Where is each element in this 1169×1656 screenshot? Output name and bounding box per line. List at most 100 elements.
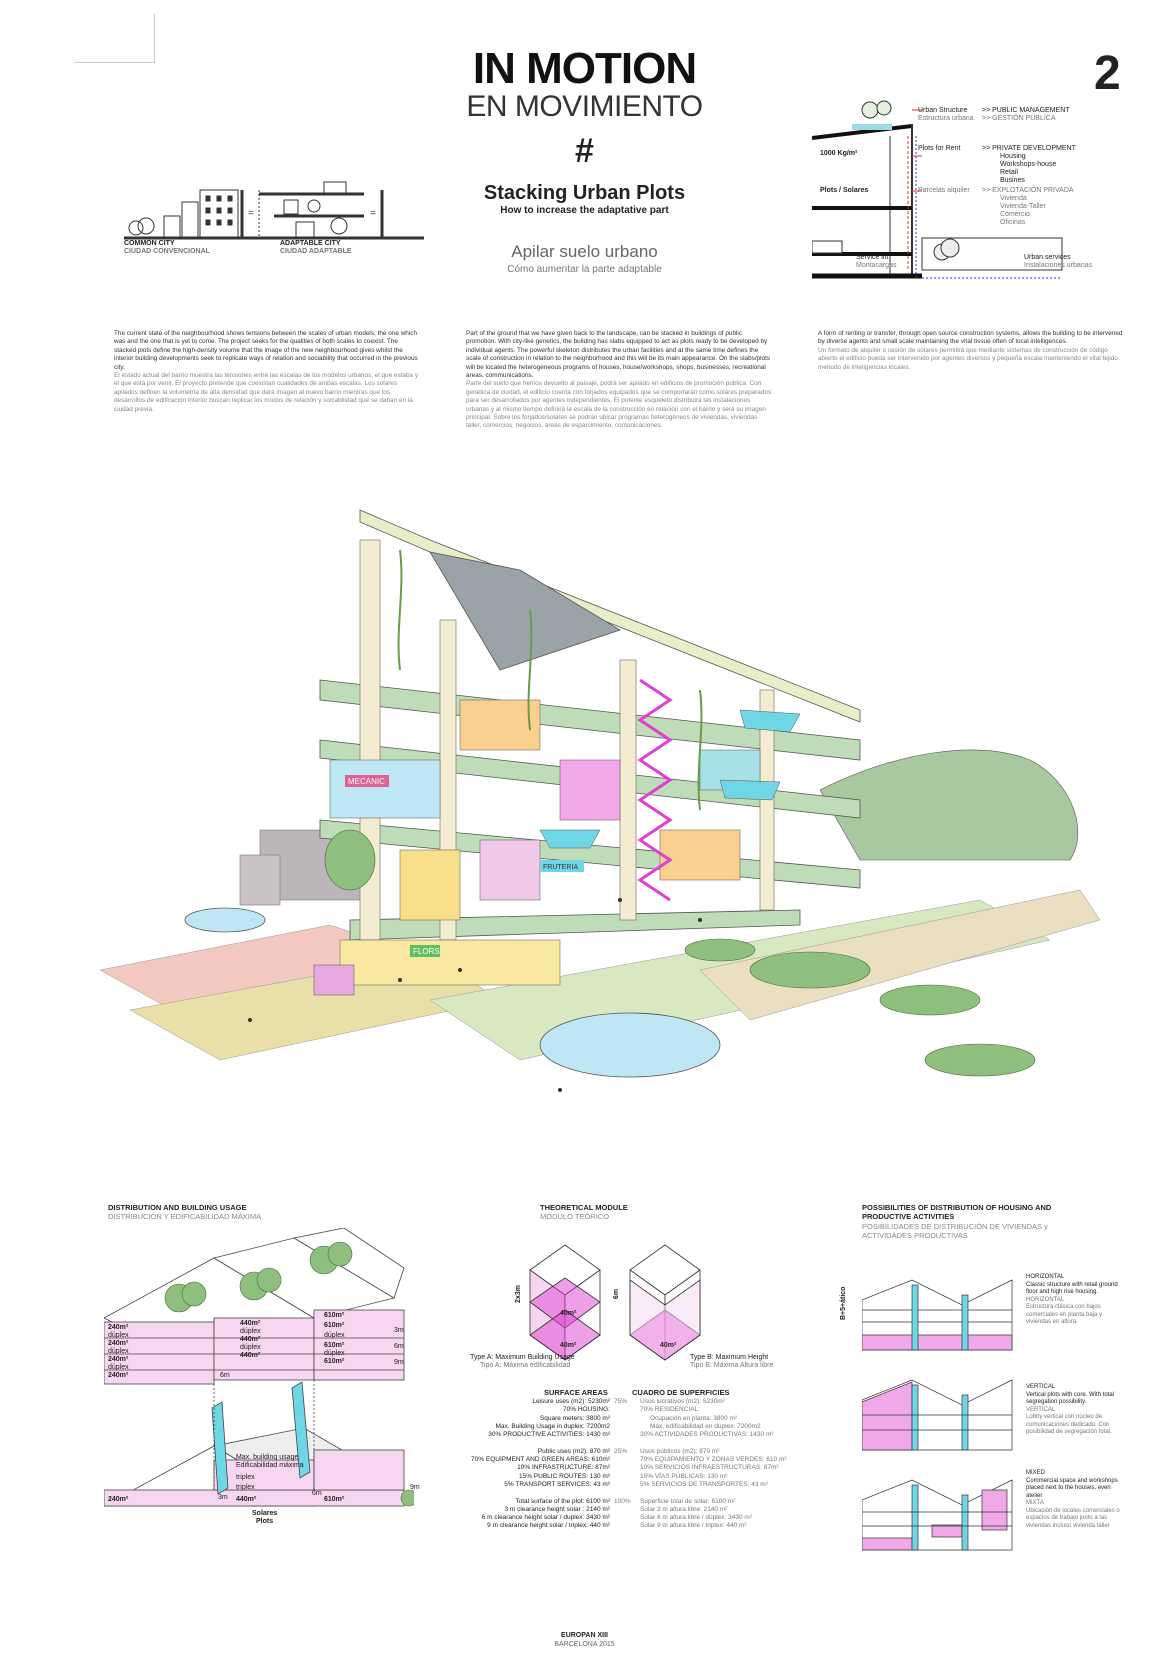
hill [819, 749, 1079, 861]
surface-row: 70% HOUSING: [563, 1406, 610, 1414]
surfaces-es-list: Usos lucrativos (m2): 5230m² 70% RESIDEN… [640, 1398, 787, 1531]
possibilities-title: POSSIBILITIES OF DISTRIBUTION OF HOUSING… [862, 1203, 1052, 1221]
solares-label: Solares [252, 1510, 278, 1517]
theoretical-title-es: MÓDULO TEÓRICO [540, 1212, 610, 1221]
surface-row: Total surface of the plot: 6100 m² [515, 1497, 610, 1505]
module-b-area: 40m² [660, 1342, 677, 1349]
tree [684, 938, 756, 962]
public-management-label-es: >> GESTIÓN PÚBLICA [982, 115, 1056, 122]
main-subtitle: EN MOVIMIENTO [466, 90, 703, 123]
surface-pct: 75% [614, 1398, 628, 1405]
height-6m: 6m [220, 1372, 230, 1379]
text-column-3-es: Un formato de alquiler o cesión de solar… [818, 346, 1118, 371]
duplex-label: dúplex [108, 1332, 129, 1339]
possibilities-diagrams [862, 1279, 1013, 1551]
surface-row: Public uses (m2): 870 m² [537, 1447, 610, 1455]
mecanic-sign [345, 775, 389, 787]
area-c-label: 610m² [324, 1342, 345, 1349]
vertical-text-es: Lobby vertical con núcleo de comunicacio… [1026, 1414, 1112, 1435]
triplex-label: triplex [236, 1474, 255, 1481]
surface-row-es: Solar 6 m altura libre / dúplex: 3430 m² [640, 1514, 752, 1522]
room [399, 849, 461, 921]
magenta-stair [637, 678, 673, 902]
area-a-label: 240m² [108, 1340, 129, 1347]
max-usage-label: Max. building usage [236, 1454, 299, 1461]
main-axonometric-illustration: MECANIC FRUTERIA FLORS [100, 509, 1100, 1092]
area-a-label: 240m² [108, 1356, 129, 1363]
text-column-1-es: El estado actual del barrio muestra las … [114, 372, 419, 413]
surface-pct: 100% [614, 1497, 631, 1505]
vertical-title: VERTICAL [1026, 1384, 1056, 1390]
private-item: Busines [1000, 177, 1025, 184]
mixed-title-es: MIXTA [1026, 1500, 1044, 1506]
service-lift-label-es: Montacargas [856, 262, 897, 269]
service-lift-label: Service lift [856, 254, 889, 261]
private-item: Workshops-house [1000, 161, 1057, 168]
load-label: 1000 Kg/m² [820, 150, 858, 157]
area-a-label: 240m² [108, 1496, 129, 1503]
fruteria-sign [540, 860, 584, 872]
column [619, 659, 637, 921]
duplex-label: dúplex [240, 1328, 261, 1335]
heading-en: Stacking Urban Plots [483, 182, 686, 204]
svg-text:=: = [370, 208, 376, 219]
roof-slab [359, 509, 861, 723]
private-item-es: Vivienda-Taller [1000, 203, 1046, 210]
text-column-1: The current state of the neighbourhood s… [114, 330, 420, 414]
plots-label: Plots [256, 1518, 274, 1525]
urban-services-label-es: Instalaciones urbanas [1024, 262, 1093, 269]
private-item-es: Comercio [1000, 211, 1030, 218]
tree [749, 951, 871, 989]
surface-row: Square meters: 3800 m² [539, 1414, 610, 1422]
svg-text:=: = [248, 208, 254, 219]
urban-structure-label: Urban Structure [918, 107, 968, 114]
adaptable-city-label-es: CIUDAD ADAPTABLE [280, 248, 352, 255]
urban-services-label: Urban services [1024, 254, 1071, 261]
height-9m: 9m [394, 1359, 404, 1366]
urban-structure-label-es: Estructura urbana [918, 115, 974, 122]
surfaces-pct: 75% 25% 100% [614, 1398, 631, 1506]
surfaces-title-es: CUADRO DE SUPERFICIES [632, 1388, 730, 1397]
surface-row: Leisure uses (m2): 5230m² [532, 1398, 610, 1405]
pond [539, 1012, 721, 1078]
plots-label: Plots / Solares [820, 187, 869, 194]
subheading-en: How to increase the adaptative part [500, 205, 669, 216]
module-a-caption: Type A: Maximum Building Usage [470, 1354, 575, 1361]
glass-room [329, 759, 441, 819]
max-usage-label-es: Edificabilidad máxima [236, 1462, 304, 1469]
area-a-label: 240m² [108, 1372, 129, 1379]
text-column-1-en: The current state of the neighbourhood s… [114, 330, 418, 371]
horizontal-text: Classic structure with retail ground flo… [1026, 1281, 1118, 1296]
surface-row [450, 1439, 610, 1447]
ground-shops [339, 939, 561, 986]
small-pond [184, 907, 266, 933]
horizontal-title: HORIZONTAL [1026, 1274, 1065, 1280]
area-c-label: 610m² [324, 1312, 345, 1319]
mecanic-sign-text: MECANIC [348, 777, 385, 786]
footer-line-1: EUROPAN XIII [561, 1632, 608, 1639]
surface-row: 5% TRANSPORT SERVICES: 43 m² [504, 1480, 610, 1488]
common-city-label-es: CIUDAD CONVENCIONAL [124, 248, 210, 255]
surface-row-es: Máx. edificabilidad en dúplex: 7200m2 [650, 1422, 761, 1430]
room [459, 699, 541, 751]
footer-line-2: BARCELONA 2015 [554, 1641, 615, 1648]
page-number: 2 [1094, 47, 1121, 100]
awning [719, 779, 781, 801]
module-a-caption-es: Tipo A: Máxima edificabilidad [480, 1362, 571, 1369]
duplex-label: dúplex [108, 1364, 129, 1371]
private-dev-label-es: >> EXPLOTACIÓN PRIVADA [982, 187, 1074, 194]
private-item-es: Oficinas [1000, 219, 1026, 226]
private-item: Housing [1000, 153, 1026, 160]
tree [324, 829, 376, 891]
distribution-title-es: DISTRIBUCIÓN Y EDIFICABILIDAD MÁXIMA [108, 1212, 262, 1221]
mixed-title: MIXED [1026, 1470, 1046, 1476]
private-item: Retail [1000, 169, 1018, 176]
area-b-label: 440m² [240, 1336, 261, 1343]
text-column-2-es: Parte del suelo que hemos devuelto al pa… [466, 380, 772, 430]
awning [739, 709, 801, 733]
private-item-es: Vivienda [1000, 195, 1027, 202]
subheading-es: Cómo aumentar la parte adaptable [507, 264, 662, 275]
surface-row: 15% PUBLIC ROUTES: 130 m² [518, 1472, 610, 1480]
mixed-text-es: Ubicación de locales comerciales o espac… [1026, 1507, 1120, 1529]
awning [539, 829, 601, 849]
